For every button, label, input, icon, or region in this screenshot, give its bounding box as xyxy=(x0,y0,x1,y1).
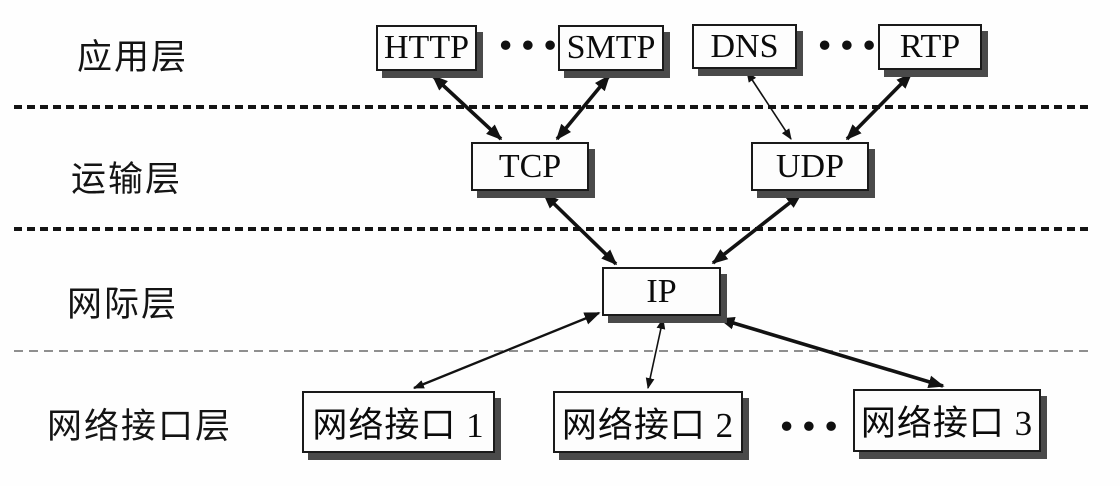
ellipsis-application-right: ••• xyxy=(816,31,883,62)
node-dns: DNS xyxy=(692,24,797,69)
ellipsis-network-interface: ••• xyxy=(778,412,845,443)
separator-transport-internet xyxy=(14,227,1092,231)
edge-ip-ni2 xyxy=(645,317,666,390)
node-rtp: RTP xyxy=(878,24,982,70)
edge-ip-ni3 xyxy=(718,317,945,388)
layer-label-application: 应用层 xyxy=(77,38,189,77)
node-udp: UDP xyxy=(751,142,869,191)
node-ip: IP xyxy=(602,267,721,316)
separator-application-transport xyxy=(14,105,1092,109)
node-network-interface-1: 网络接口 1 xyxy=(302,391,495,453)
node-network-interface-2: 网络接口 2 xyxy=(553,391,743,453)
layer-label-network-interface: 网络接口层 xyxy=(47,407,233,446)
node-smtp: SMTP xyxy=(558,25,664,71)
node-network-interface-3: 网络接口 3 xyxy=(853,389,1041,452)
separator-internet-netif xyxy=(14,350,1092,352)
layer-label-transport: 运输层 xyxy=(71,160,183,199)
layer-label-internet: 网际层 xyxy=(67,285,179,324)
node-tcp: TCP xyxy=(471,142,589,191)
node-http: HTTP xyxy=(376,25,477,71)
ellipsis-application-left: ••• xyxy=(497,31,564,62)
